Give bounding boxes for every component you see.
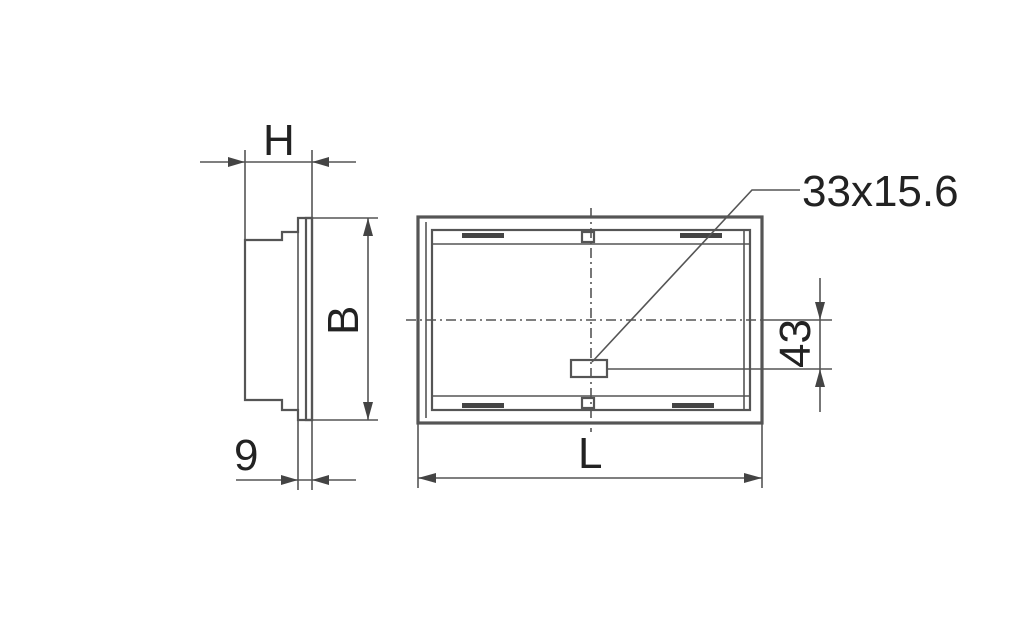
front-clip-bottom	[580, 396, 596, 410]
side-view-profile	[243, 216, 314, 422]
dim-b-arrow-bottom	[363, 402, 373, 420]
front-view: 33x15.6 43 L	[406, 167, 959, 488]
opening-label: 33x15.6	[802, 167, 959, 216]
front-clip-top	[580, 230, 596, 244]
front-slot-top-right	[680, 233, 722, 238]
dim-43-arrow-top	[815, 302, 825, 320]
dim-9-arrow-left	[281, 475, 298, 485]
opening-leader-line	[591, 189, 800, 363]
dim-43-label: 43	[771, 319, 820, 368]
dim-l-arrow-left	[418, 473, 436, 483]
dim-h-arrow-right	[312, 157, 329, 167]
front-opening	[569, 358, 609, 379]
dim-b-arrow-top	[363, 218, 373, 236]
dim-9-arrow-right	[312, 475, 329, 485]
dim-l-label: L	[578, 429, 602, 478]
side-view: H B 9	[200, 116, 378, 490]
dim-43-arrow-bottom	[815, 369, 825, 387]
dim-h-label: H	[263, 116, 295, 165]
dim-h-arrow-left	[228, 157, 245, 167]
dim-9-label: 9	[234, 431, 258, 480]
dim-l-arrow-right	[744, 473, 762, 483]
side-view-front-plate	[304, 216, 314, 422]
front-slot-top-left	[462, 233, 504, 238]
dim-b-label: B	[319, 306, 368, 335]
front-slot-bottom-right	[672, 403, 714, 408]
front-slot-bottom-left	[462, 403, 504, 408]
